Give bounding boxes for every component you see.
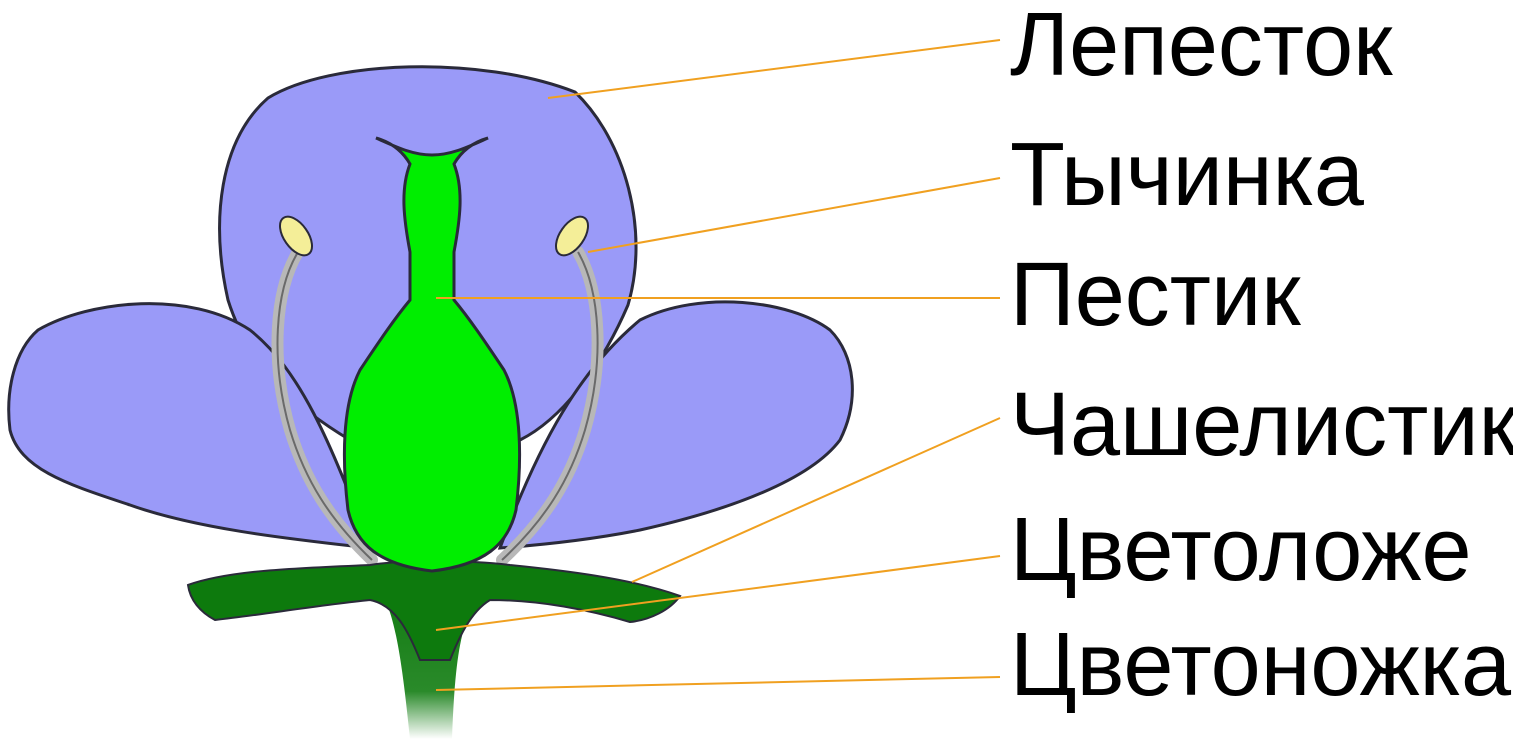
label-stamen: Тычинка [1010,130,1364,220]
sepal-receptacle [188,561,680,660]
label-petal: Лепесток [1010,0,1393,90]
label-pistil: Пестик [1010,250,1301,340]
leader-line-pedicel [436,677,1000,690]
leader-line-petal [548,40,1000,98]
label-receptacle: Цветоложе [1010,505,1472,595]
label-pedicel: Цветоножка [1010,620,1511,710]
leader-line-stamen [588,178,1000,252]
label-sepal: Чашелистик [1010,380,1513,470]
